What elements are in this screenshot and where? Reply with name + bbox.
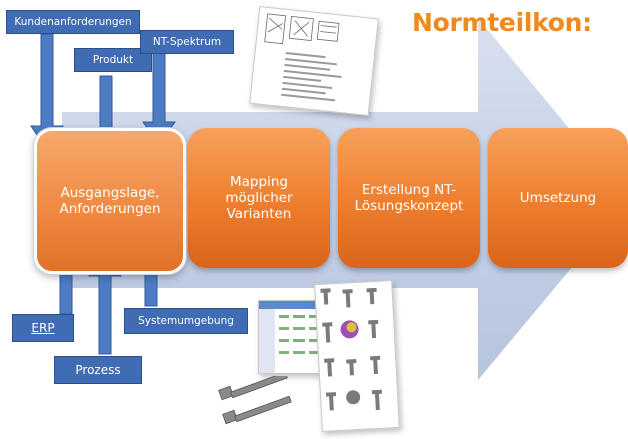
step-erstellung: Erstellung NT- Lösungskonzept [338,128,480,268]
step-mapping: Mapping möglicher Varianten [188,128,330,268]
page-title: Normteilkon: [412,8,592,37]
input-kundenanforderungen: Kundenanforderungen [6,10,140,34]
input-systemumgebung: Systemumgebung [124,308,248,334]
standard-parts-catalog-icon [314,280,400,432]
step-ausgangslage: Ausgangslage, Anforderungen [34,128,186,274]
input-prozess: Prozess [54,356,142,384]
screw-bolt-images-icon [214,371,302,434]
step-umsetzung: Umsetzung [488,128,628,268]
input-nt-spektrum: NT-Spektrum [140,30,234,54]
input-produkt: Produkt [74,48,152,72]
input-erp: ERP [12,314,74,342]
document-thumbnail-icon [249,5,379,117]
